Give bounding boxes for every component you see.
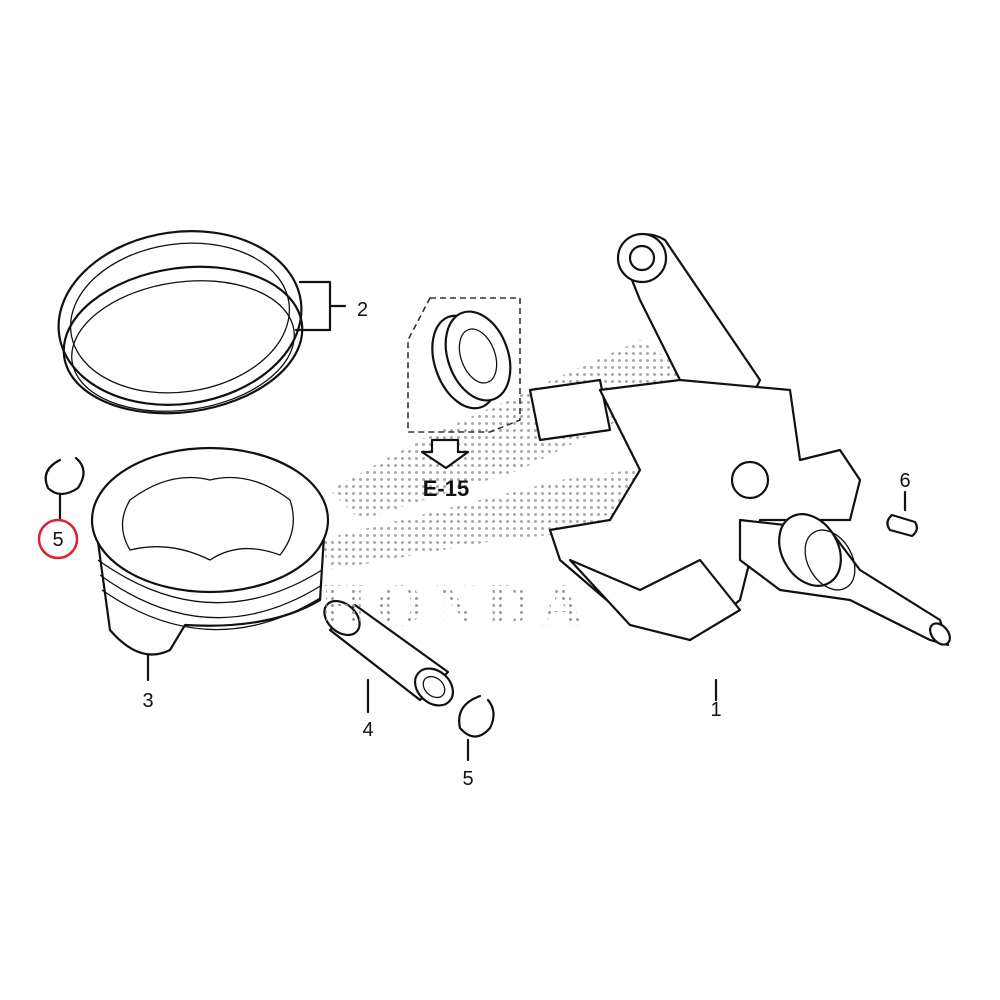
- callout-label-4[interactable]: 4: [362, 719, 373, 741]
- piston[interactable]: [90, 446, 330, 682]
- callout-label-3[interactable]: 3: [142, 690, 153, 712]
- callout-label-5-left[interactable]: 5: [52, 529, 63, 551]
- reference-arrow-icon: [420, 438, 470, 470]
- piston-pin[interactable]: [318, 594, 461, 714]
- bearing-reference-box: [407, 297, 521, 433]
- piston-pin-clip-left[interactable]: [44, 456, 85, 520]
- honda-watermark-logo: HONDA: [320, 572, 593, 638]
- callout-label-2[interactable]: 2: [357, 299, 368, 321]
- crankshaft[interactable]: [528, 232, 954, 702]
- reference-label[interactable]: E-15: [423, 476, 469, 501]
- piston-pin-clip-right[interactable]: [458, 694, 495, 762]
- woodruff-key[interactable]: [886, 490, 919, 538]
- honda-watermark-wing: [320, 340, 700, 570]
- piston-ring-set[interactable]: [47, 216, 347, 428]
- callout-label-1[interactable]: 1: [710, 699, 721, 721]
- callout-label-6[interactable]: 6: [899, 470, 910, 492]
- highlight-circle: [37, 518, 79, 560]
- callout-label-5-right[interactable]: 5: [462, 768, 473, 790]
